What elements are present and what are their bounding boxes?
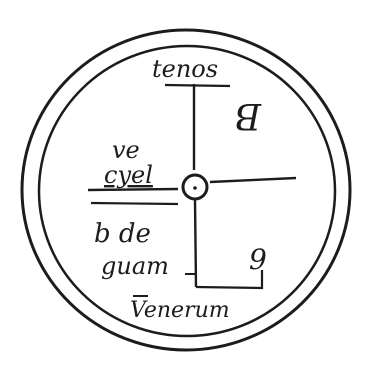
label-left-lower-1: b de <box>94 219 151 249</box>
label-left-lower-2: guam <box>101 252 169 280</box>
center-dot <box>193 186 197 190</box>
label-bottom-right: 9 <box>249 243 267 276</box>
label-top-right: B <box>235 95 262 136</box>
top-bracket <box>165 85 230 86</box>
horizontal-line-left <box>88 189 178 190</box>
left-bracket <box>91 203 178 204</box>
label-left-upper-2: cyel <box>104 161 153 189</box>
label-bottom: Venerum <box>130 298 230 323</box>
horizontal-line-right <box>210 178 296 182</box>
label-top: tenos <box>152 55 218 83</box>
label-left-upper-1: ve <box>112 136 140 164</box>
bottom-bracket <box>196 287 262 288</box>
